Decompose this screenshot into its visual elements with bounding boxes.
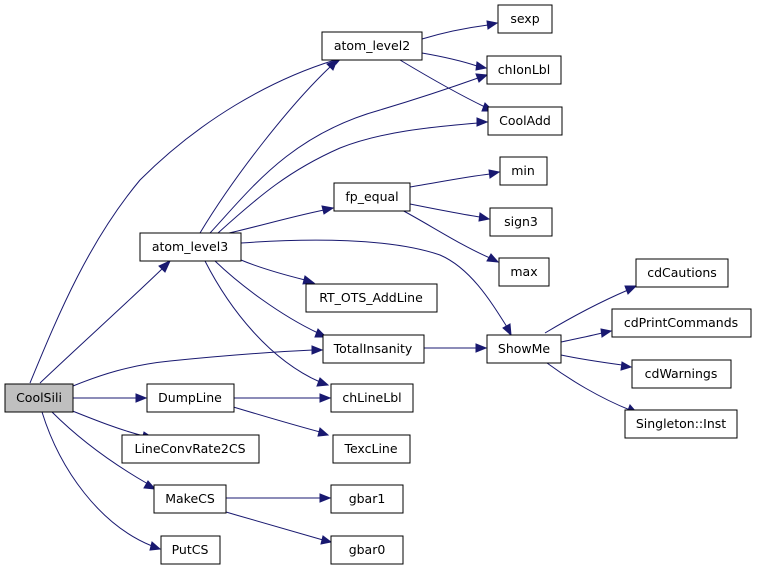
node-label: min [511,163,535,178]
node-label: chIonLbl [498,62,550,77]
edge-coolsili-totalinsanity [72,345,324,387]
edge-makecs-gbar1 [226,493,332,503]
edge-atom_level2-sexp [421,20,499,40]
node-label: RT_OTS_AddLine [319,290,423,305]
node-label: chLineLbl [342,390,401,405]
node-label: DumpLine [158,390,222,405]
node-atom_level2[interactable]: atom_level2 [321,31,423,61]
node-label: LineConvRate2CS [134,441,245,456]
node-label: TotalInsanity [333,341,413,356]
edge-dumpline-chlinelbl [234,393,332,403]
node-chlinelbl[interactable]: chLineLbl [330,383,414,413]
edge-showme-cdcautions [544,285,638,334]
edge-fp_equal-sign3 [409,203,491,222]
node-min[interactable]: min [499,156,548,186]
node-label: TexcLine [343,441,397,456]
edge-atom_level3-cooladd [217,117,489,234]
node-label: CoolSili [16,390,62,405]
node-gbar1[interactable]: gbar1 [330,484,404,514]
edge-atom_level3-fp_equal [224,205,335,235]
edge-coolsili-atom_level2 [29,55,345,384]
node-label: atom_level2 [334,38,410,53]
edge-atom_level3-chlinelbl [204,260,330,387]
edge-coolsili-putcs [41,411,162,551]
edge-atom_level2-chionlbl [421,52,488,71]
node-sign3[interactable]: sign3 [489,207,553,237]
node-label: PutCS [172,542,209,557]
node-label: sexp [510,11,539,26]
node-singleton_inst[interactable]: Singleton::Inst [624,409,738,439]
node-label: sign3 [504,214,538,229]
node-sexp[interactable]: sexp [497,4,553,34]
node-fp_equal[interactable]: fp_equal [333,182,411,212]
node-putcs[interactable]: PutCS [160,535,221,565]
edge-makecs-gbar0 [225,511,333,545]
node-cdprintcommands[interactable]: cdPrintCommands [611,308,752,338]
edge-showme-cdwarnings [560,354,633,371]
node-totalinsanity[interactable]: TotalInsanity [322,334,425,364]
node-label: gbar1 [349,491,386,506]
edge-dumpline-texcline [229,405,330,437]
node-label: CoolAdd [499,113,551,128]
node-cdwarnings[interactable]: cdWarnings [631,359,732,389]
node-rt_ots_addline[interactable]: RT_OTS_AddLine [305,283,438,313]
edge-showme-singleton_inst [546,362,639,414]
node-makecs[interactable]: MakeCS [153,484,227,514]
node-label: cdCautions [647,265,717,280]
node-label: fp_equal [345,189,398,204]
edge-coolsili-makecs [51,411,157,490]
node-lineconvrate2cs[interactable]: LineConvRate2CS [121,434,260,464]
node-label: MakeCS [165,491,215,506]
node-cooladd[interactable]: CoolAdd [487,106,563,136]
node-chionlbl[interactable]: chIonLbl [486,55,562,85]
node-gbar0[interactable]: gbar0 [330,535,404,565]
node-coolsili[interactable]: CoolSili [4,383,74,413]
node-showme[interactable]: ShowMe [486,334,562,364]
edge-fp_equal-min [409,169,501,188]
edge-atom_level3-atom_level2 [199,59,338,234]
node-label: Singleton::Inst [636,416,726,431]
node-texcline[interactable]: TexcLine [332,434,411,464]
edge-atom_level3-chionlbl [209,73,489,234]
edge-fp_equal-max [399,208,500,263]
node-label: ShowMe [498,341,551,356]
edge-coolsili-atom_level3 [39,259,172,384]
node-label: cdPrintCommands [624,315,738,330]
node-atom_level3[interactable]: atom_level3 [139,232,242,262]
edge-atom_level3-showme [240,239,512,337]
edges [29,20,639,551]
node-label: cdWarnings [645,366,718,381]
node-label: atom_level3 [152,239,228,254]
node-cdcautions[interactable]: cdCautions [635,258,729,288]
node-dumpline[interactable]: DumpLine [146,383,235,413]
edge-showme-cdprintcommands [560,328,613,343]
edge-coolsili-dumpline [73,393,148,403]
edge-totalinsanity-showme [424,343,488,353]
nodes: CoolSili atom_level3 atom_level2 DumpLin… [4,4,752,565]
edge-atom_level3-rt_ots_addline [240,259,316,285]
node-max[interactable]: max [498,257,550,287]
node-label: max [510,264,537,279]
node-label: gbar0 [349,542,386,557]
